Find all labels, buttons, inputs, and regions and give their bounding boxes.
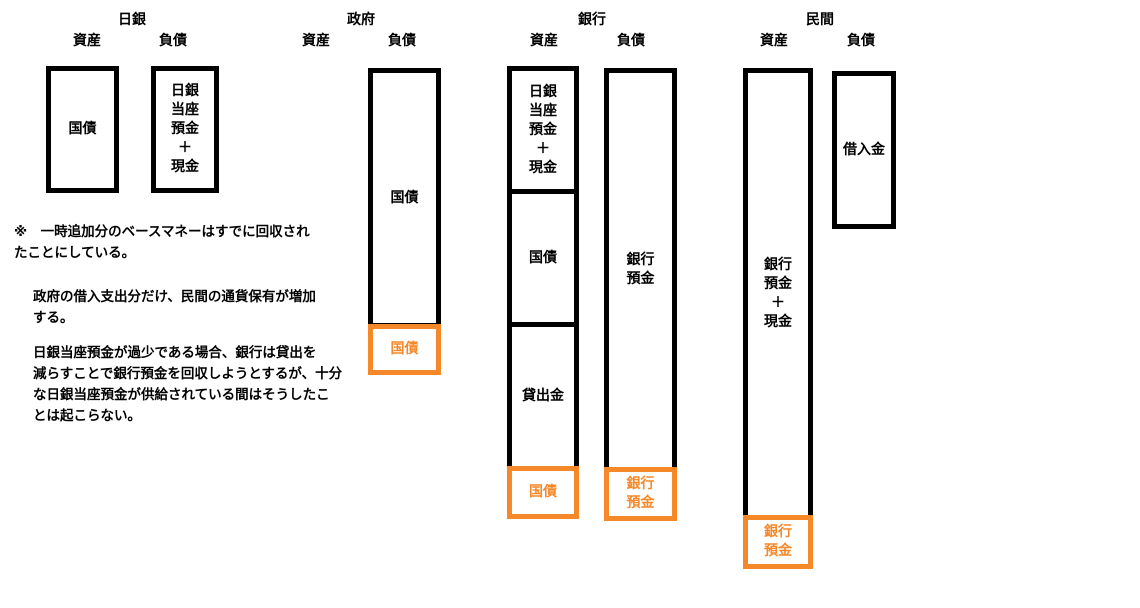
bank-added-asset-box: 国債 [507,466,579,519]
boj-liabilities-label: 負債 [159,33,187,49]
note-reserves: 日銀当座預金が過少である場合、銀行は貸出を 減らすことで銀行預金を回収しようとす… [33,345,343,424]
government-added-liability-box: 国債 [368,324,441,375]
government-assets-label: 資産 [302,33,330,49]
bank-asset-box-reserves: 日銀 当座 預金 ＋ 現金 [507,66,579,194]
note-base-money: ※ 一時追加分のベースマネーはすでに回収され たことにしている。 [14,224,310,261]
private-added-asset-box: 銀行 預金 [743,515,813,569]
bank-liability-box: 銀行 預金 [604,68,677,472]
government-liabilities-label: 負債 [388,33,416,49]
boj-asset-box: 国債 [46,66,119,193]
private-assets-label: 資産 [760,33,788,49]
government-liability-box: 国債 [368,68,441,328]
bank-liabilities-label: 負債 [617,33,645,49]
boj-assets-label: 資産 [73,33,101,49]
boj-liability-box: 日銀 当座 預金 ＋ 現金 [151,66,219,193]
bank-assets-label: 資産 [530,33,558,49]
bank-asset-box-bonds: 国債 [507,189,579,327]
bank-title: 銀行 [578,12,606,28]
boj-title: 日銀 [118,12,146,28]
private-liabilities-label: 負債 [847,33,875,49]
bank-asset-box-loans: 貸出金 [507,322,579,471]
government-title: 政府 [347,12,375,28]
private-asset-box: 銀行 預金 ＋ 現金 [743,68,813,520]
bank-added-liability-box: 銀行 預金 [604,467,677,521]
note-money-holdings: 政府の借入支出分だけ、民間の通貨保有が増加 する。 [33,289,316,326]
private-title: 民間 [806,12,834,28]
private-liability-box: 借入金 [832,71,896,229]
